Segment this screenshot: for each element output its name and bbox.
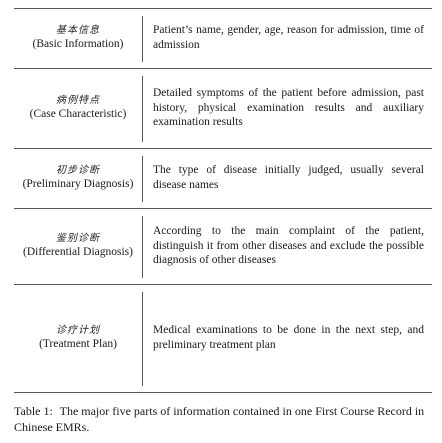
column-divider xyxy=(142,16,143,62)
table-bottom-rule xyxy=(14,392,432,393)
row-label-zh: 病例特点 xyxy=(56,94,100,106)
row-description-text: Medical examinations to be done in the n… xyxy=(153,324,424,351)
row-description-text: According to the main complaint of the p… xyxy=(153,224,424,267)
row-label-en: (Case Characteristic) xyxy=(29,108,127,121)
row-rule xyxy=(14,68,432,69)
column-divider xyxy=(142,292,143,386)
row-description-text: Patient’s name, gender, age, reason for … xyxy=(153,24,424,51)
table-row: 基本信息 (Basic Information) Patient’s name,… xyxy=(14,8,432,68)
table-caption: Table 1: The major five parts of informa… xyxy=(14,403,434,435)
row-description: Medical examinations to be done in the n… xyxy=(143,284,432,392)
row-description: According to the main complaint of the p… xyxy=(143,208,432,284)
row-rule xyxy=(14,208,432,209)
caption-label: Table 1: xyxy=(14,404,53,418)
row-label: 病例特点 (Case Characteristic) xyxy=(14,68,142,148)
row-label-en: (Preliminary Diagnosis) xyxy=(22,178,134,191)
row-description-text: The type of disease initially judged, us… xyxy=(153,164,424,191)
row-label-zh: 初步诊断 xyxy=(56,164,100,176)
row-description: Patient’s name, gender, age, reason for … xyxy=(143,8,432,68)
table-row: 鉴别诊断 (Differential Diagnosis) According … xyxy=(14,208,432,284)
column-divider xyxy=(142,76,143,142)
table-row: 诊疗计划 (Treatment Plan) Medical examinatio… xyxy=(14,284,432,392)
row-label-zh: 鉴别诊断 xyxy=(56,232,100,244)
row-description-text: Detailed symptoms of the patient before … xyxy=(153,86,424,129)
row-label: 初步诊断 (Preliminary Diagnosis) xyxy=(14,148,142,208)
column-divider xyxy=(142,216,143,278)
caption-text: The major five parts of information cont… xyxy=(14,404,425,435)
row-label-en: (Differential Diagnosis) xyxy=(23,246,133,259)
row-rule xyxy=(14,148,432,149)
column-divider xyxy=(142,156,143,202)
row-label-zh: 基本信息 xyxy=(56,24,100,36)
row-description: The type of disease initially judged, us… xyxy=(143,148,432,208)
row-label: 基本信息 (Basic Information) xyxy=(14,8,142,68)
row-rule xyxy=(14,284,432,285)
row-label: 鉴别诊断 (Differential Diagnosis) xyxy=(14,208,142,284)
row-label: 诊疗计划 (Treatment Plan) xyxy=(14,284,142,392)
row-description: Detailed symptoms of the patient before … xyxy=(143,68,432,148)
table-row: 初步诊断 (Preliminary Diagnosis) The type of… xyxy=(14,148,432,208)
table-top-rule xyxy=(14,8,432,9)
row-label-zh: 诊疗计划 xyxy=(56,324,100,336)
row-label-en: (Basic Information) xyxy=(32,38,124,51)
table-row: 病例特点 (Case Characteristic) Detailed symp… xyxy=(14,68,432,148)
row-label-en: (Treatment Plan) xyxy=(39,338,117,351)
